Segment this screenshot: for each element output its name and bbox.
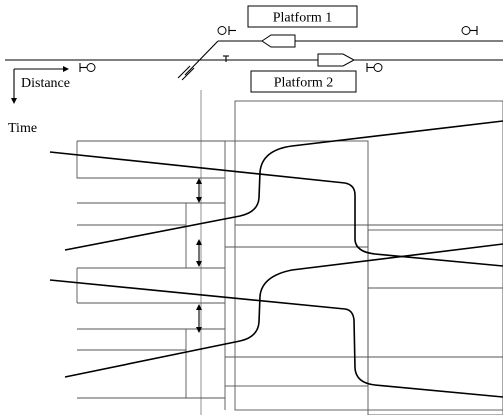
train-icon	[261, 34, 296, 48]
platform-1-label: Platform 1	[273, 11, 333, 26]
distance-label: Distance	[21, 76, 70, 91]
blocking-step	[76, 141, 225, 179]
switch-diverging	[184, 40, 219, 76]
blocking-box	[234, 224, 503, 411]
switch-mark-icon	[177, 65, 191, 79]
train-path-3	[49, 279, 503, 398]
axes: Distance Time	[8, 66, 70, 136]
platform-2-label: Platform 2	[274, 76, 334, 91]
blocking-box	[367, 229, 503, 415]
blocking-box	[234, 100, 503, 226]
switch-mark-icon	[181, 67, 195, 81]
time-label: Time	[8, 121, 37, 136]
signal-icon	[366, 63, 383, 72]
signal-icon	[79, 63, 96, 72]
track-layout: Platform 1 Platform 2	[5, 5, 503, 93]
train-path-1	[49, 151, 503, 267]
platform-2-box	[250, 70, 357, 93]
signal-icon	[217, 26, 236, 35]
train-path-4	[64, 243, 503, 378]
train-icon	[317, 53, 356, 67]
signal-icon	[461, 26, 478, 35]
train-path-2	[64, 120, 503, 251]
platform-1-box	[247, 5, 358, 28]
train-paths	[49, 120, 503, 398]
